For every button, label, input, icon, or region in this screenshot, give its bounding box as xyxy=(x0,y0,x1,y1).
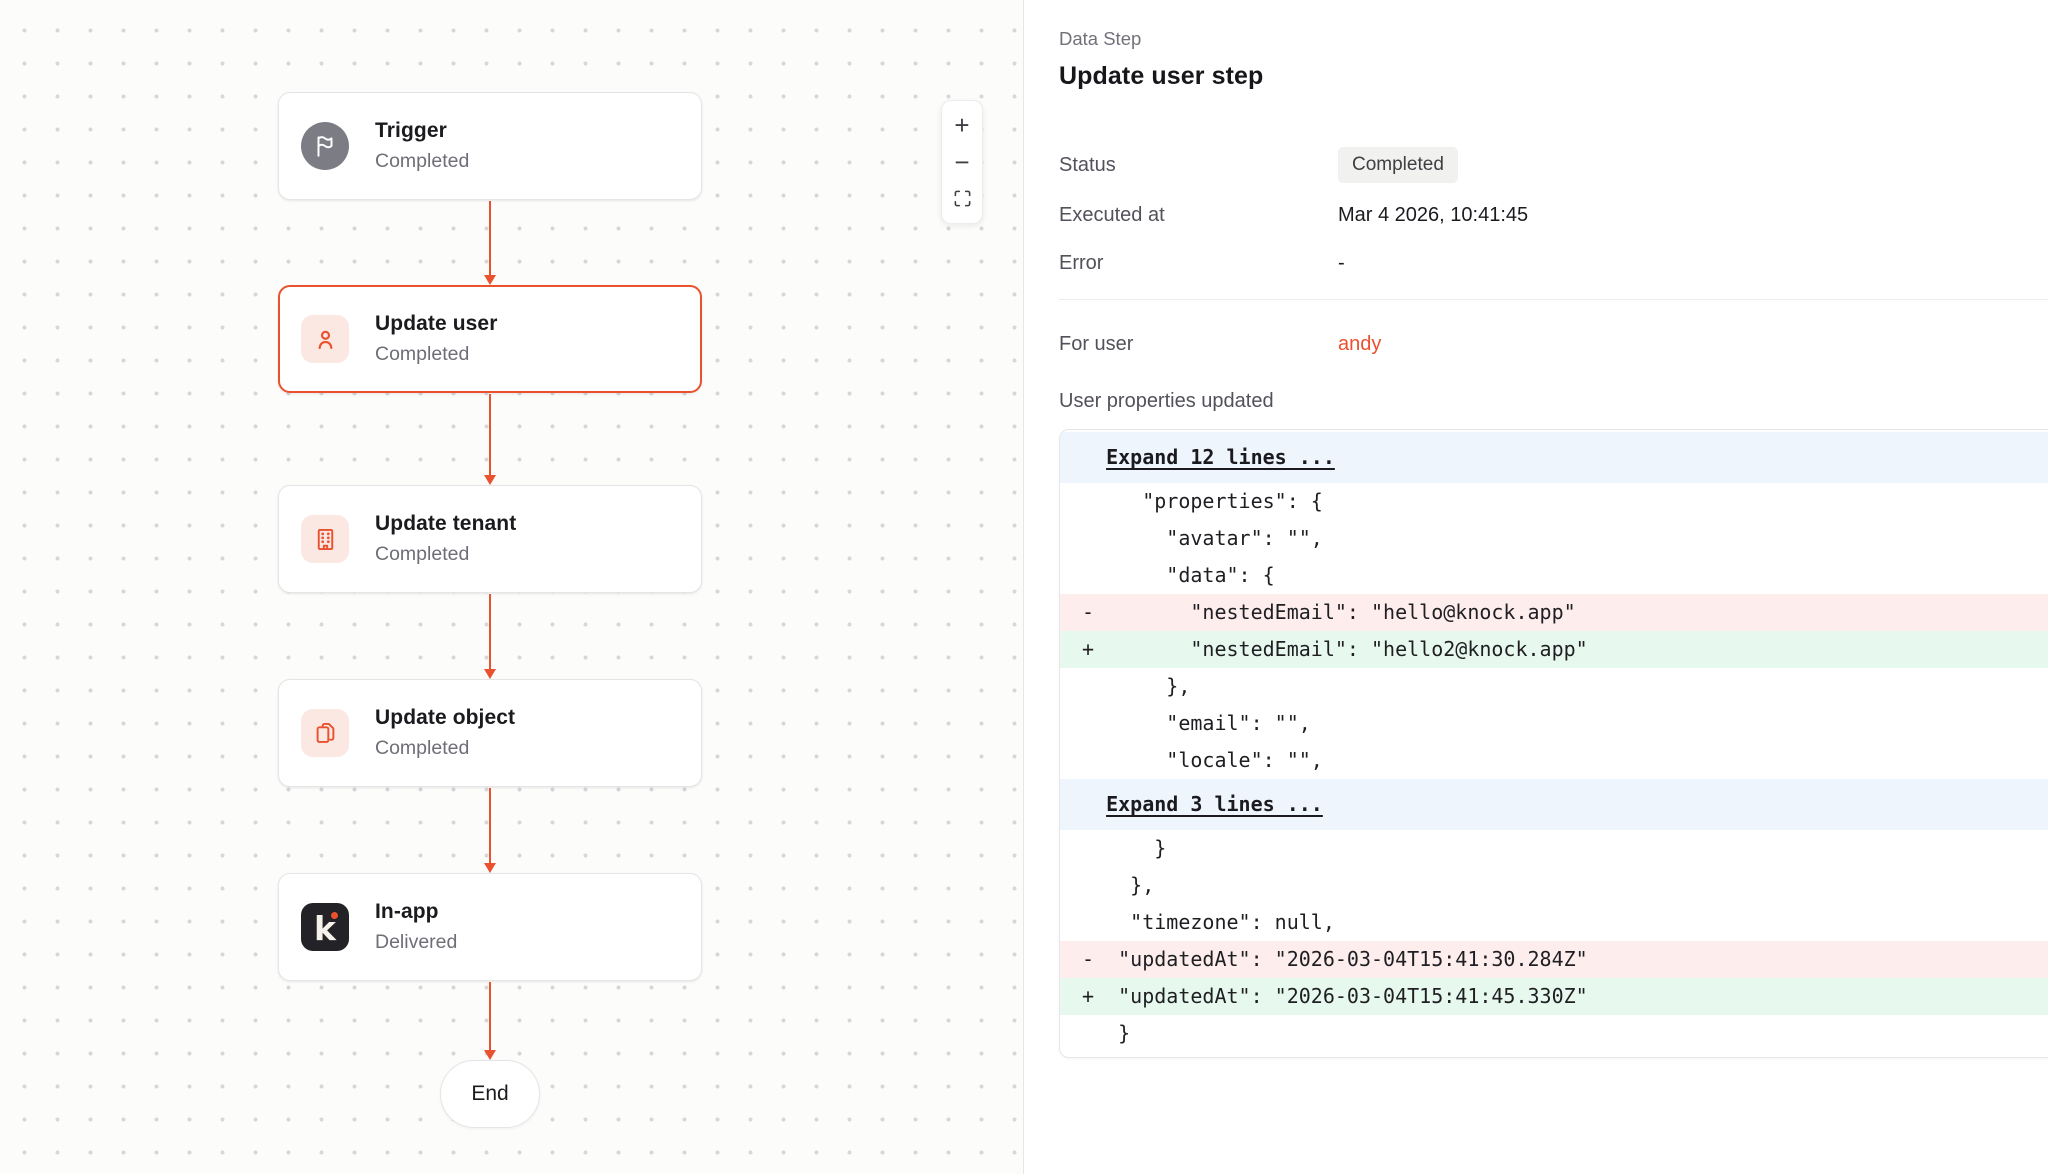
workflow-node-in-app[interactable]: k In-app Delivered xyxy=(278,873,702,981)
field-row-for-user: For user andy xyxy=(1059,328,2048,360)
diff-line: "timezone": null, xyxy=(1082,910,1335,934)
node-title: Update tenant xyxy=(375,512,517,535)
step-type-label: Data Step xyxy=(1059,28,1142,49)
node-status: Delivered xyxy=(375,931,458,953)
node-status: Completed xyxy=(375,150,470,172)
node-title: In-app xyxy=(375,900,439,923)
edge-arrow xyxy=(484,982,496,1060)
node-status: Completed xyxy=(375,737,470,759)
diff-expand-button[interactable]: Expand 3 lines ... xyxy=(1060,779,2048,830)
diff-expand-button[interactable]: Expand 12 lines ... xyxy=(1060,432,2048,483)
workflow-node-trigger[interactable]: Trigger Completed xyxy=(278,92,702,200)
diff-line-added: + "nestedEmail": "hello2@knock.app" xyxy=(1060,631,2048,668)
diff-line: } xyxy=(1082,1021,1131,1045)
workflow-node-update-user[interactable]: Update user Completed xyxy=(278,285,702,393)
section-divider xyxy=(1059,299,2048,300)
zoom-out-button[interactable]: − xyxy=(946,146,978,178)
status-badge: Completed xyxy=(1338,147,1458,183)
page-title: Update user step xyxy=(1059,62,1264,90)
building-icon xyxy=(301,515,349,563)
executed-at-label: Executed at xyxy=(1059,203,1165,226)
error-value: - xyxy=(1338,251,1345,274)
diff-line: "data": { xyxy=(1082,563,1275,587)
node-title: Update object xyxy=(375,706,516,729)
flag-icon xyxy=(301,122,349,170)
status-label: Status xyxy=(1059,153,1116,176)
canvas-zoom-controls: + − xyxy=(941,100,983,224)
workflow-end-node[interactable]: End xyxy=(440,1060,540,1128)
workflow-node-update-tenant[interactable]: Update tenant Completed xyxy=(278,485,702,593)
fit-view-button[interactable] xyxy=(946,183,978,215)
diff-line: "locale": "", xyxy=(1082,748,1323,772)
end-label: End xyxy=(471,1082,509,1105)
edge-arrow xyxy=(484,394,496,485)
diff-section-label: User properties updated xyxy=(1059,390,1274,412)
edge-arrow xyxy=(484,201,496,285)
workflow-node-update-object[interactable]: Update object Completed xyxy=(278,679,702,787)
knock-dot xyxy=(331,912,338,919)
edge-arrow xyxy=(484,594,496,679)
step-detail-panel: Data Step Update user step Status Comple… xyxy=(1025,0,2048,1174)
edge-arrow xyxy=(484,788,496,873)
field-row-executed-at: Executed at Mar 4 2026, 10:41:45 xyxy=(1059,199,2048,231)
diff-line-removed: - "nestedEmail": "hello@knock.app" xyxy=(1060,594,2048,631)
diff-line: "properties": { xyxy=(1082,489,1323,513)
copy-icon xyxy=(301,709,349,757)
knock-k: k xyxy=(314,908,336,948)
step-fields: Status Completed Executed at Mar 4 2026,… xyxy=(1059,147,2048,279)
node-status: Completed xyxy=(375,343,470,365)
knock-logo-icon: k xyxy=(301,903,349,951)
diff-line: }, xyxy=(1082,674,1191,698)
diff-line: }, xyxy=(1082,873,1155,897)
diff-line: } xyxy=(1082,836,1167,860)
error-label: Error xyxy=(1059,251,1104,274)
fit-view-icon xyxy=(953,186,972,212)
diff-line: "email": "", xyxy=(1082,711,1311,735)
node-status: Completed xyxy=(375,543,470,565)
diff-line-added: + "updatedAt": "2026-03-04T15:41:45.330Z… xyxy=(1060,978,2048,1015)
user-icon xyxy=(301,315,349,363)
field-row-error: Error - xyxy=(1059,247,2048,279)
user-properties-diff: Expand 12 lines ... "properties": { "ava… xyxy=(1059,429,2048,1058)
field-row-status: Status Completed xyxy=(1059,147,2048,183)
for-user-label: For user xyxy=(1059,332,1134,355)
node-title: Update user xyxy=(375,312,498,335)
diff-line-removed: - "updatedAt": "2026-03-04T15:41:30.284Z… xyxy=(1060,941,2048,978)
zoom-in-button[interactable]: + xyxy=(946,109,978,141)
node-title: Trigger xyxy=(375,119,447,142)
diff-line: "avatar": "", xyxy=(1082,526,1323,550)
executed-at-value: Mar 4 2026, 10:41:45 xyxy=(1338,203,1529,226)
for-user-link[interactable]: andy xyxy=(1338,332,1382,355)
workflow-canvas[interactable]: Trigger Completed Update user Completed … xyxy=(0,0,1024,1174)
